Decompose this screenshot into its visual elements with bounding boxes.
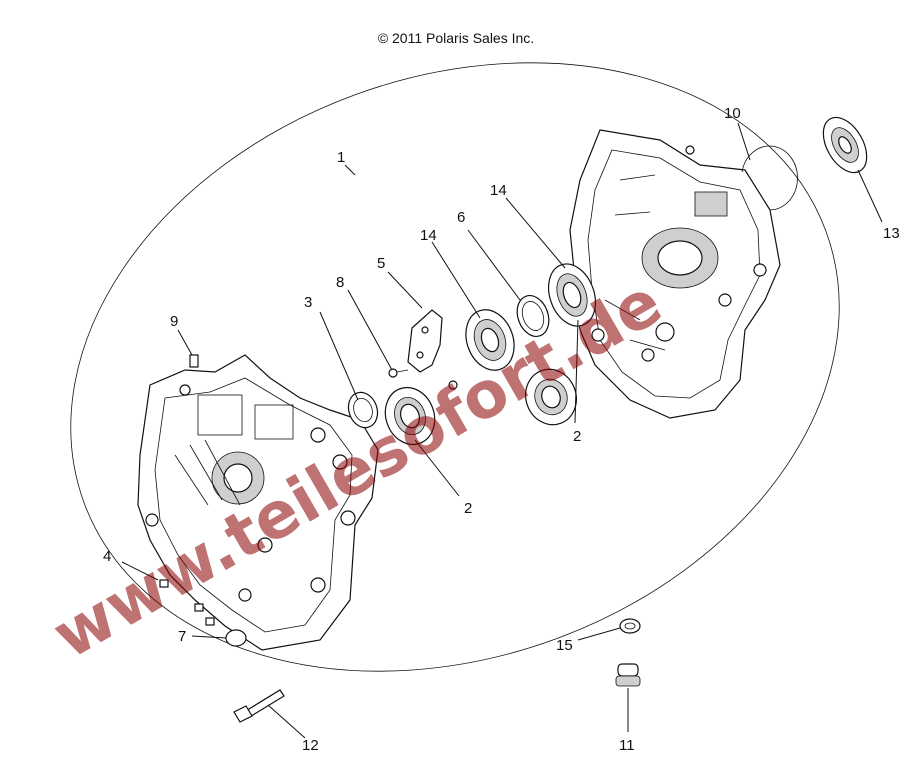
dowel-9 bbox=[189, 354, 199, 368]
callout-8: 8 bbox=[336, 274, 344, 291]
dowel-4 bbox=[159, 579, 215, 626]
washer-15 bbox=[619, 618, 641, 634]
plug-11 bbox=[615, 663, 641, 687]
bearing-2-right bbox=[525, 368, 577, 426]
crankcase-right bbox=[569, 129, 781, 419]
screw-8b bbox=[448, 380, 458, 390]
callout-10: 10 bbox=[724, 105, 741, 122]
bearing-14-left bbox=[465, 309, 515, 371]
bracket-5 bbox=[407, 309, 443, 373]
copyright-notice: © 2011 Polaris Sales Inc. bbox=[377, 30, 535, 46]
callout-13: 13 bbox=[883, 225, 900, 242]
bolt-12 bbox=[233, 689, 285, 723]
callout-4: 4 bbox=[103, 548, 111, 565]
callout-7: 7 bbox=[178, 628, 186, 645]
seal-13 bbox=[822, 116, 868, 174]
seal-6 bbox=[516, 295, 550, 337]
callout-11: 11 bbox=[619, 737, 635, 754]
watermark: www.teilesofort.de bbox=[41, 266, 674, 674]
snap-ring-10 bbox=[741, 145, 798, 211]
callout-9: 9 bbox=[170, 313, 178, 330]
callout-14-right: 14 bbox=[490, 182, 507, 199]
callout-2-right: 2 bbox=[573, 428, 581, 445]
callout-6: 6 bbox=[457, 209, 465, 226]
callout-14-left: 14 bbox=[420, 227, 437, 244]
bushing-3 bbox=[347, 391, 379, 429]
leader-lines bbox=[121, 122, 883, 739]
bearing-14-right bbox=[548, 263, 596, 327]
callout-12: 12 bbox=[302, 737, 319, 754]
callout-2-left: 2 bbox=[464, 500, 472, 517]
plug-7 bbox=[225, 629, 247, 647]
bearing-2-left bbox=[384, 386, 436, 446]
callout-1: 1 bbox=[337, 149, 345, 166]
crankcase-left bbox=[137, 354, 379, 651]
callout-15: 15 bbox=[556, 637, 573, 654]
callout-5: 5 bbox=[377, 255, 385, 272]
callout-3: 3 bbox=[304, 294, 312, 311]
screw-8 bbox=[388, 368, 409, 378]
